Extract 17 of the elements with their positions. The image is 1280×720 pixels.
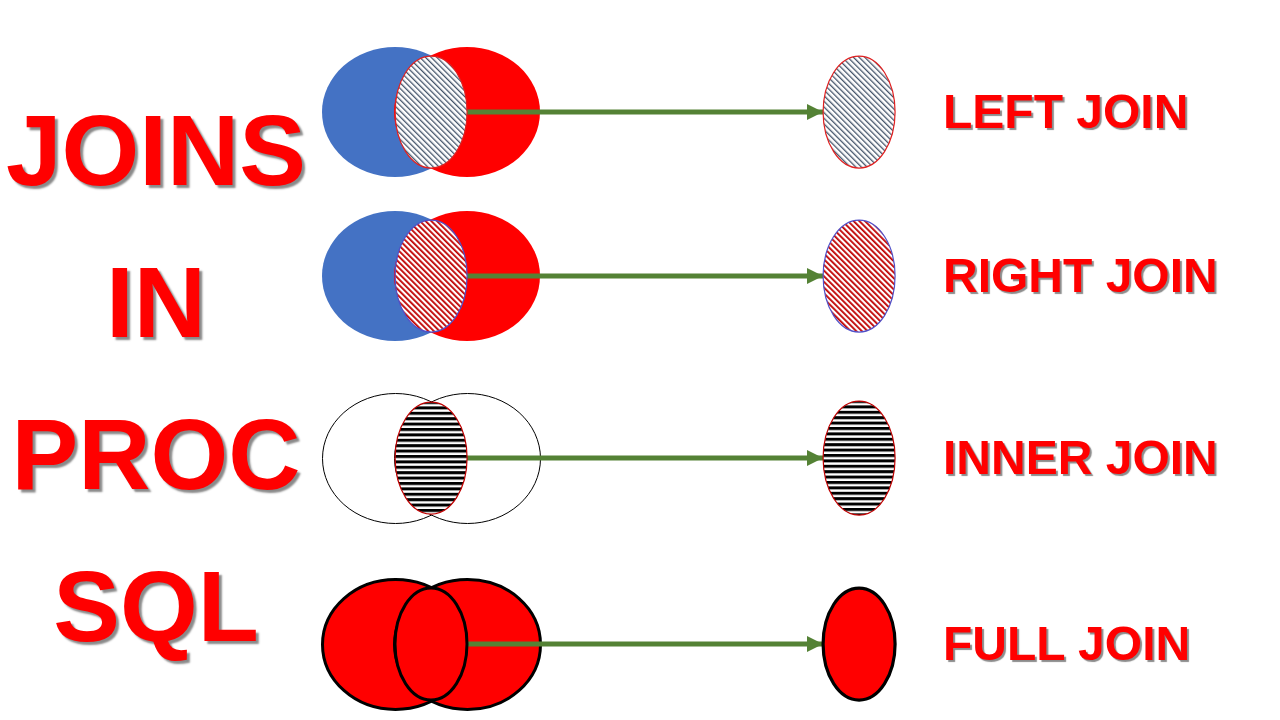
join-label: LEFT JOIN — [943, 84, 1189, 140]
result-ellipse — [821, 399, 897, 517]
overlap-ellipse — [393, 400, 469, 516]
join-label: RIGHT JOIN — [943, 248, 1218, 304]
arrow — [467, 450, 823, 466]
overlap-ellipse — [393, 54, 469, 170]
arrow — [467, 268, 823, 284]
result-ellipse — [821, 218, 897, 334]
title: JOINS IN PROC SQL — [4, 93, 308, 664]
result-ellipse — [820, 585, 898, 703]
arrow — [467, 104, 823, 120]
join-label: INNER JOIN — [943, 430, 1218, 486]
arrow — [467, 636, 823, 652]
join-label: FULL JOIN — [943, 616, 1191, 672]
overlap-ellipse — [393, 218, 469, 334]
result-ellipse — [821, 54, 897, 170]
overlap-ellipse — [393, 586, 469, 702]
